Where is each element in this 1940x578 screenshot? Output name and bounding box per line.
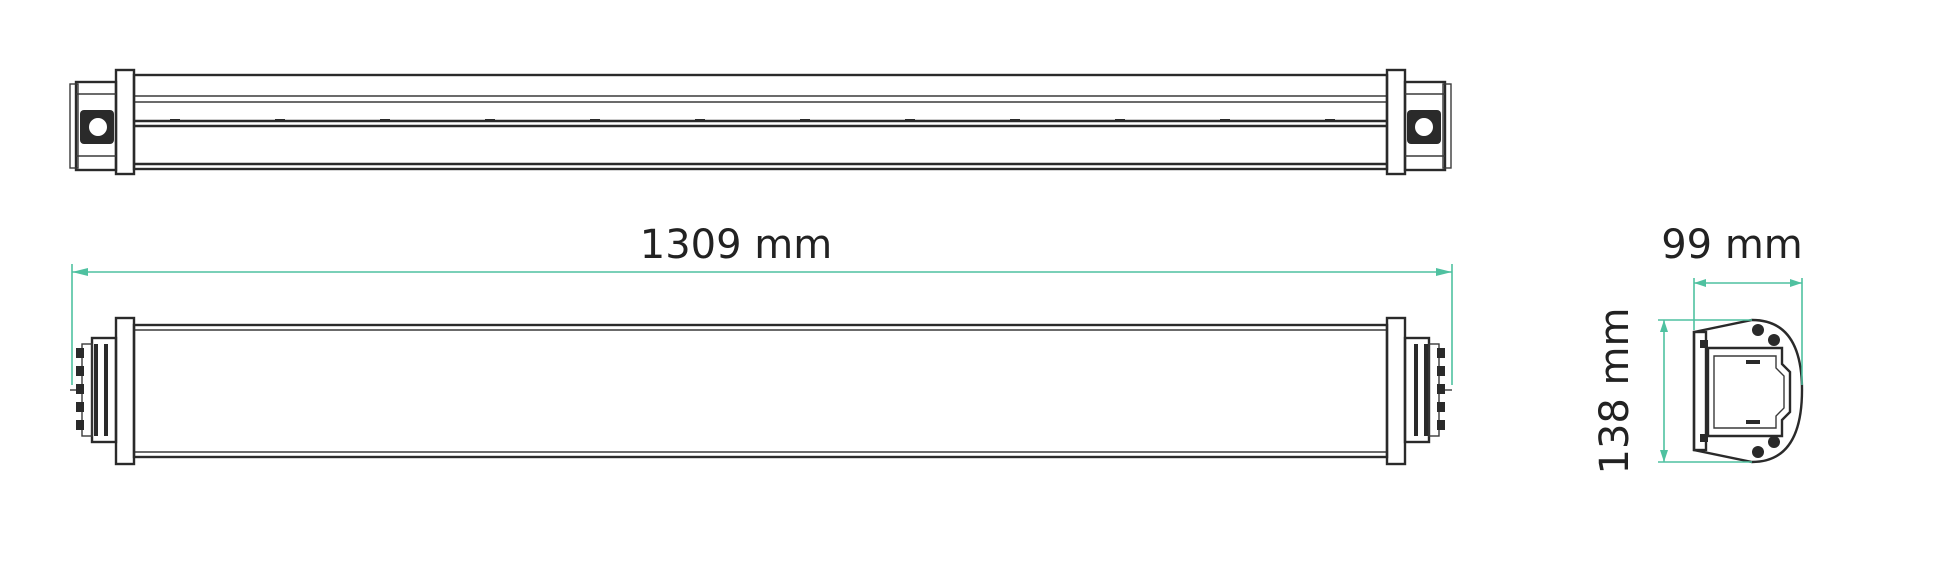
width-label: 99 mm [1661, 222, 1803, 268]
side-right-end-cap [1385, 316, 1452, 466]
side-left-end-cap [70, 316, 136, 466]
height-dimension: 138 mm [1592, 308, 1752, 475]
height-label: 138 mm [1592, 308, 1638, 475]
length-label: 1309 mm [640, 222, 832, 268]
top-view [69, 68, 1452, 176]
side-view [70, 316, 1452, 466]
top-right-end-cap [1385, 68, 1452, 176]
end-view [1692, 318, 1804, 464]
top-left-end-cap [69, 68, 136, 176]
length-dimension: 1309 mm [71, 222, 1453, 385]
width-dimension: 99 mm [1661, 222, 1803, 385]
